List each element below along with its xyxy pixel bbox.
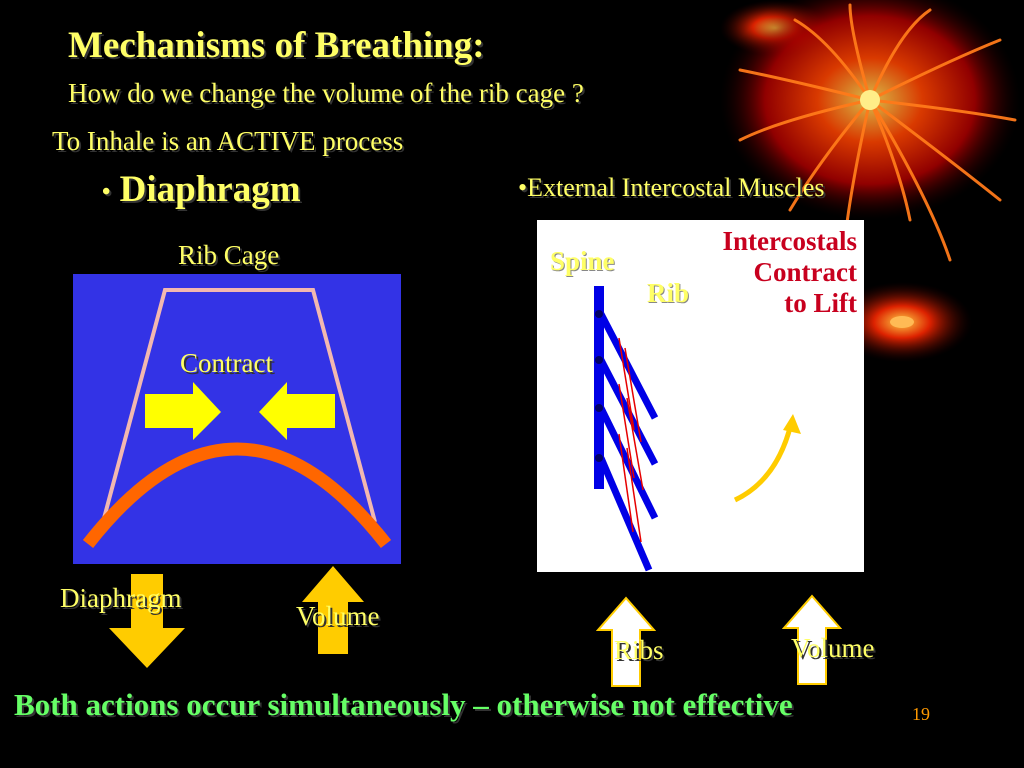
firework-streak <box>738 98 872 142</box>
intercostal-muscle <box>618 383 635 479</box>
fireworks-decoration <box>720 0 1020 362</box>
contract-arrow-left <box>259 382 335 440</box>
spine-bar <box>594 286 604 489</box>
slide-number: 19 <box>912 704 930 724</box>
firework-streak <box>788 98 872 212</box>
slide-title: Mechanisms of Breathing: <box>68 25 485 66</box>
contract-arrow-right <box>145 382 221 440</box>
intercostals-contract-label: Intercostals Contract to Lift <box>640 226 858 319</box>
rib-line <box>597 406 659 520</box>
volume-label-right: Volume <box>791 633 875 663</box>
rib-cage-caption: Rib Cage <box>178 240 280 270</box>
firework-streak <box>868 98 952 262</box>
rib-line <box>597 456 653 572</box>
intercostals-line-3: to Lift <box>784 288 857 318</box>
firework-streak <box>868 98 912 222</box>
intercostal-muscle <box>626 397 644 491</box>
intercostal-diagram-panel <box>537 220 864 572</box>
rib-cage-outline <box>101 288 377 523</box>
lift-arrowhead <box>783 414 801 434</box>
firework-streak <box>868 8 932 102</box>
rib-label: Rib <box>647 278 690 308</box>
rib-joint <box>595 310 603 318</box>
volume-up-arrow-left <box>302 566 364 654</box>
firework-streak <box>738 68 872 102</box>
firework-core-lower <box>890 316 914 328</box>
contract-label: Contract <box>180 348 273 378</box>
intercostal-muscle <box>618 337 635 431</box>
bullet-marker: • <box>102 179 111 206</box>
intercostal-muscle <box>624 347 642 443</box>
intercostal-muscle <box>626 447 642 543</box>
firework-core <box>860 90 880 110</box>
firework-streak <box>793 18 872 102</box>
slide-subtitle: How do we change the volume of the rib c… <box>68 78 584 108</box>
ribs-label: Ribs <box>614 635 664 665</box>
firework-streak <box>868 38 1002 102</box>
intercostals-line-2: Contract <box>753 257 857 287</box>
ribs-up-arrow <box>596 596 656 687</box>
intercostal-diagram <box>594 286 801 572</box>
firework-streak <box>868 98 1017 122</box>
bullet-external-intercostal: •External Intercostal Muscles <box>518 173 825 202</box>
lift-arrow <box>733 423 794 503</box>
diaphragm-label: Diaphragm <box>60 583 182 613</box>
firework-streak <box>848 3 872 102</box>
inhale-statement: To Inhale is an ACTIVE process <box>52 126 404 156</box>
conclusion-statement: Both actions occur simultaneously – othe… <box>14 687 793 722</box>
volume-up-arrow-right <box>782 594 842 685</box>
rib-joint <box>595 404 603 412</box>
diaphragm-diagram-panel <box>73 274 401 564</box>
rib-line <box>597 358 659 466</box>
rib-joint <box>595 454 603 462</box>
diaphragm-diagram <box>82 288 392 549</box>
firework-streak <box>868 98 1002 202</box>
bullet-diaphragm: • Diaphragm <box>102 168 301 211</box>
bullet-diaphragm-text: Diaphragm <box>119 169 301 210</box>
intercostals-line-1: Intercostals <box>722 226 858 256</box>
spine-label: Spine <box>550 246 615 276</box>
diaphragm-down-arrow <box>109 574 185 668</box>
rib-joint <box>595 356 603 364</box>
intercostal-muscle <box>618 433 634 533</box>
diaphragm-dome <box>82 442 392 549</box>
volume-label-left: Volume <box>296 601 380 631</box>
